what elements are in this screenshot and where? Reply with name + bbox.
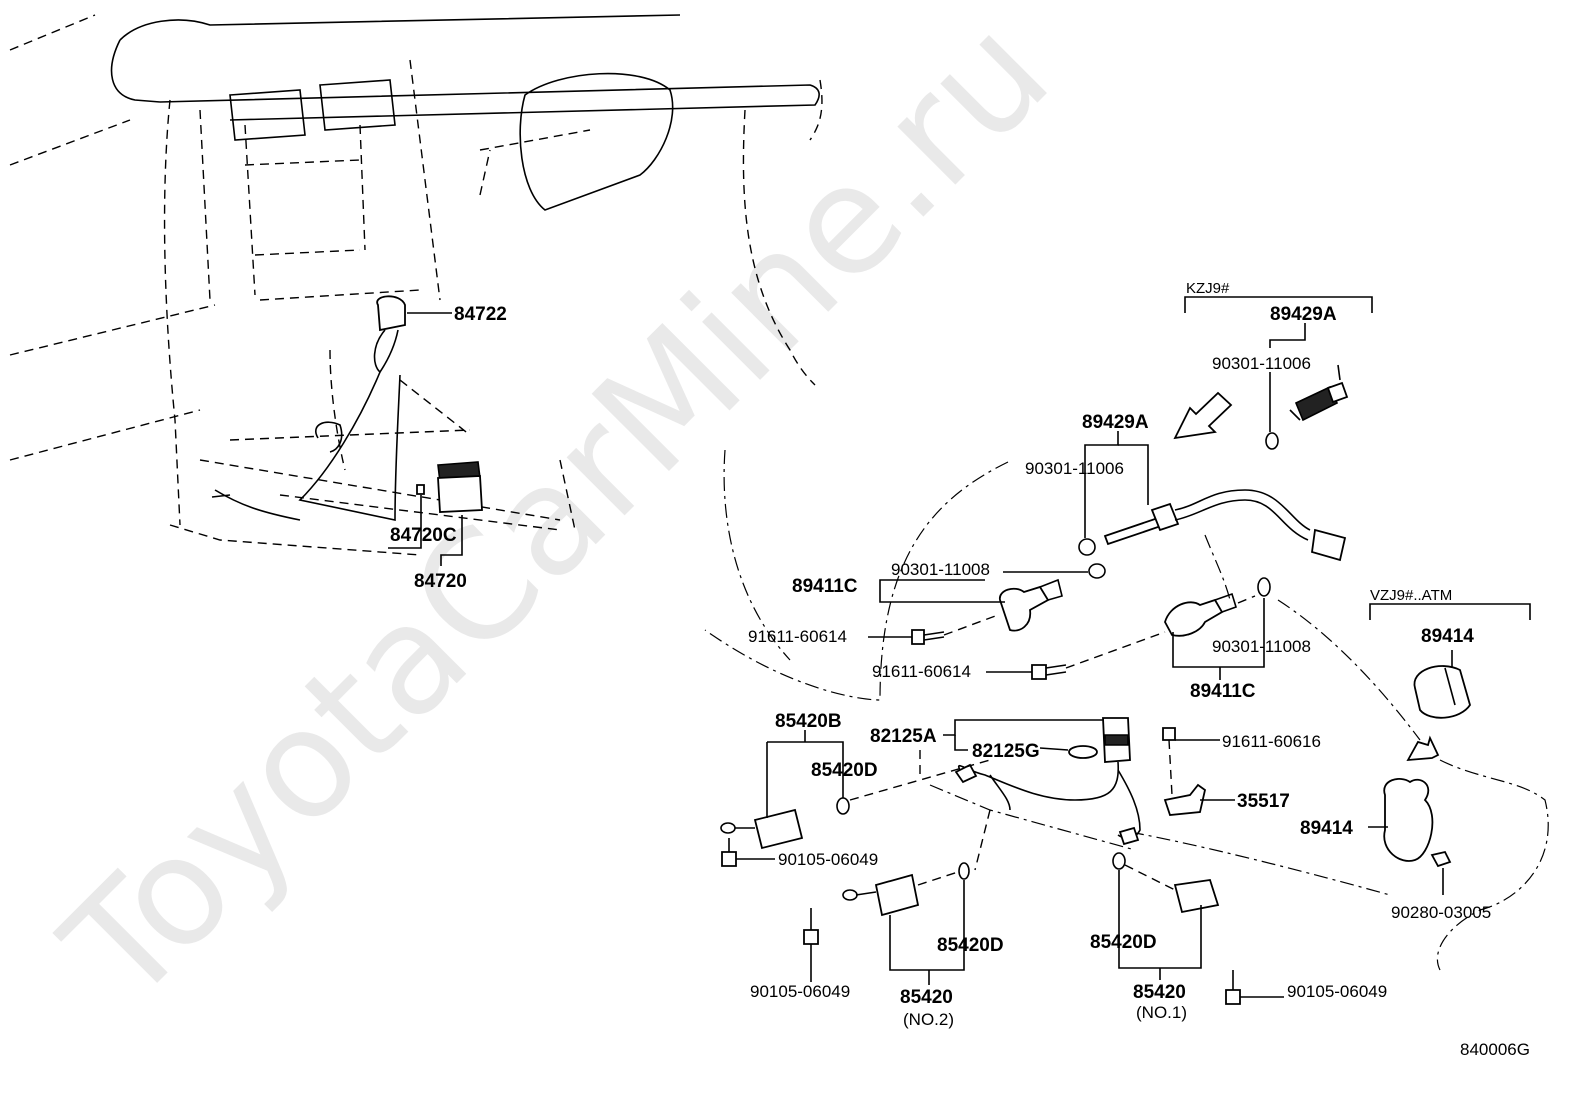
part-number-85420D-no2: 85420D <box>937 935 1004 956</box>
part-number-90301-11006: 90301-11006 <box>1025 459 1124 478</box>
part-number-90105-06049-left: 90105-06049 <box>750 982 850 1001</box>
part-number-90105-06049-top: 90105-06049 <box>778 850 878 869</box>
part-number-84720C: 84720C <box>390 525 457 546</box>
part-number-89411C-left: 89411C <box>792 576 858 597</box>
watermark-text: ToyotaCarMine.ru <box>32 0 1082 1036</box>
part-number-90280-03005: 90280-03005 <box>1391 903 1491 922</box>
part-number-85420-no2: 85420 <box>900 987 953 1008</box>
part-number-89411C-right: 89411C <box>1190 681 1256 702</box>
group-label-kzj9: KZJ9# <box>1186 280 1230 297</box>
part-number-90301-11008-right: 90301-11008 <box>1212 637 1311 656</box>
part-note-no1: (NO.1) <box>1136 1003 1187 1022</box>
part-number-85420D-no1: 85420D <box>1090 932 1157 953</box>
part-number-89429A-kzj: 89429A <box>1270 304 1337 325</box>
part-number-91611-60616: 91611-60616 <box>1222 732 1321 751</box>
arrow-down-icon <box>1406 735 1440 762</box>
part-number-85420D-top: 85420D <box>811 760 878 781</box>
part-number-35517: 35517 <box>1237 791 1290 812</box>
knob-84722-icon <box>376 295 406 332</box>
group-label-vzj9-atm: VZJ9#..ATM <box>1370 587 1452 604</box>
part-number-85420-no1: 85420 <box>1133 982 1186 1003</box>
part-number-90301-11006-kzj: 90301-11006 <box>1212 354 1311 373</box>
direction-arrow-icon <box>1173 391 1233 440</box>
diagram-code: 840006G <box>1460 1040 1530 1059</box>
part-number-82125G: 82125G <box>972 741 1040 762</box>
part-note-no2: (NO.2) <box>903 1010 954 1029</box>
part-number-91611-60614-center: 91611-60614 <box>872 662 971 681</box>
part-number-85420B: 85420B <box>775 711 842 732</box>
part-number-84722: 84722 <box>454 304 507 325</box>
part-number-90105-06049-right: 90105-06049 <box>1287 982 1387 1001</box>
part-number-91611-60614-left: 91611-60614 <box>748 627 847 646</box>
sensor-harness-illustration <box>704 381 1549 1005</box>
part-number-89414-vzj: 89414 <box>1421 626 1474 647</box>
part-number-89414: 89414 <box>1300 818 1353 839</box>
part-number-90301-11008-left: 90301-11008 <box>891 560 990 579</box>
part-number-84720: 84720 <box>414 571 467 592</box>
part-number-82125A: 82125A <box>870 726 937 747</box>
part-number-89429A: 89429A <box>1082 412 1149 433</box>
dashboard-illustration <box>9 14 823 556</box>
